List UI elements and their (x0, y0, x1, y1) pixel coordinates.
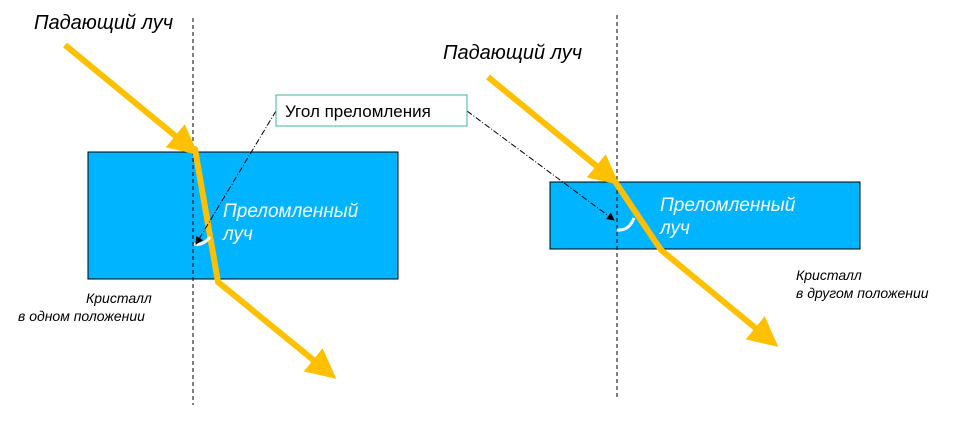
left-refracted-label-line1: Преломленный (223, 201, 359, 222)
right-incident-ray (486, 74, 620, 185)
left-crystal (87, 151, 399, 280)
left-incident-ray (63, 42, 199, 155)
left-exit-ray (216, 279, 337, 379)
right-crystal-label-line1: Кристалл (796, 267, 862, 283)
right-crystal-label-line2: в другом положении (796, 285, 929, 301)
left-refracted-label-line2: луч (222, 224, 253, 245)
right-incident-label: Падающий луч (443, 42, 582, 64)
left-scene: Падающий луч Преломленный луч Кристалл в… (18, 12, 399, 405)
angle-callout: Угол преломления (195, 94, 615, 245)
callout-pointer-left (195, 110, 277, 245)
left-crystal-label-line1: Кристалл (86, 290, 152, 306)
right-angle-arc (616, 217, 636, 232)
right-refracted-label-line2: луч (659, 218, 690, 239)
right-refracted-ray (611, 177, 664, 253)
right-scene: Падающий луч Преломленный луч Кристалл в… (443, 15, 929, 400)
left-incident-label: Падающий луч (34, 12, 173, 34)
callout-label: Угол преломления (285, 102, 431, 121)
left-crystal-label-line2: в одном положении (18, 308, 145, 324)
right-refracted-label-line1: Преломленный (660, 195, 796, 216)
right-crystal (549, 181, 861, 250)
callout-pointer-right (466, 110, 615, 221)
left-refracted-ray (192, 146, 221, 285)
callout-box (275, 94, 468, 127)
right-exit-ray (659, 247, 779, 347)
